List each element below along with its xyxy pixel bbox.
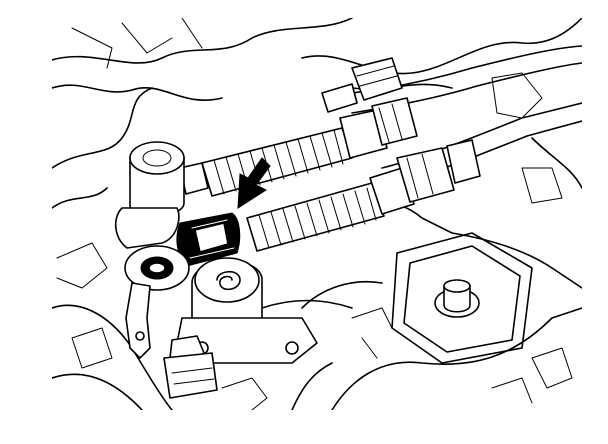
pointer-arrow	[237, 157, 271, 209]
lower-cable-boot	[246, 139, 481, 252]
housing-bolt	[434, 279, 480, 318]
selector-bracket	[176, 257, 318, 364]
housing-cover	[291, 200, 582, 410]
cable-clamp	[176, 212, 241, 267]
shift-lever-arm	[124, 245, 190, 359]
diagram-frame	[52, 18, 582, 410]
shift-lever-housing	[114, 141, 185, 249]
transmission-linkage-diagram	[52, 18, 582, 410]
lower-detail-lines	[52, 299, 353, 410]
lower-mount-nut	[163, 335, 218, 399]
